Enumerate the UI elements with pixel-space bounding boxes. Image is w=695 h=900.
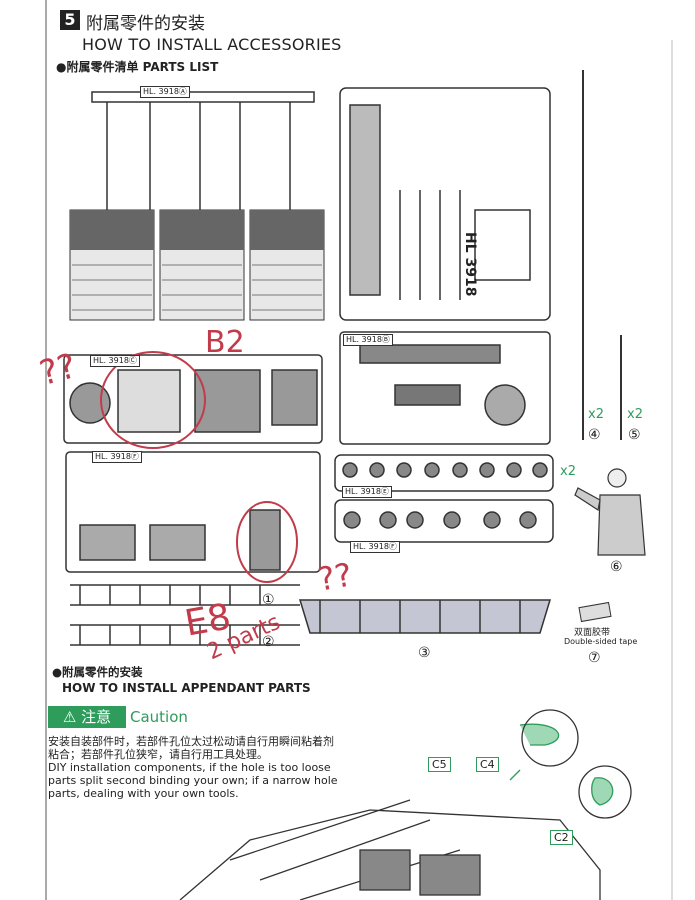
part-number-1: ① — [262, 592, 275, 608]
tape-label-en: Double-sided tape — [564, 637, 638, 646]
sprue-label-f2: HL. 3918Ⓕ — [350, 541, 400, 553]
sprue-label-a: HL. 3918Ⓐ — [140, 86, 190, 98]
page-title-cn: 附属零件的安装 — [86, 14, 205, 34]
part-number-3: ③ — [418, 645, 431, 661]
assembly-label-c4: C4 — [476, 757, 499, 772]
caution-note-cn: 安装自装部件时，若部件孔位太过松动请自行用瞬间粘着剂粘合；若部件孔位狭窄，请自行… — [48, 735, 334, 761]
sprue-e — [339, 331, 551, 445]
handwritten-question-2: ?? — [314, 555, 356, 599]
antenna-parts — [582, 70, 622, 440]
page-title-en: HOW TO INSTALL ACCESSORIES — [82, 35, 342, 54]
install-heading-en: HOW TO INSTALL APPENDANT PARTS — [62, 681, 311, 695]
qty-part-5: x2 — [627, 407, 643, 422]
qty-part-6: x2 — [560, 464, 576, 479]
handwritten-circles — [100, 351, 298, 583]
storage-rack — [298, 599, 552, 634]
sprue-label-f: HL. 3918Ⓕ — [92, 451, 142, 463]
sprue-wheels — [334, 454, 554, 543]
figure-crew — [574, 468, 646, 556]
tape-label-cn: 双面胶带 — [574, 628, 611, 638]
part-number-4: ④ — [588, 427, 601, 443]
assembly-label-c2: C2 — [550, 830, 573, 845]
parts-list-heading: ●附属零件清单 PARTS LIST — [56, 60, 219, 74]
part-number-2: ② — [262, 634, 275, 650]
caution-note-en: DIY installation components, if the hole… — [48, 761, 338, 800]
step-number-badge: 5 — [60, 10, 80, 30]
qty-part-4: x2 — [588, 407, 604, 422]
part-number-5: ⑤ — [628, 427, 641, 443]
sprue-b-barrel — [339, 87, 551, 321]
double-sided-tape — [578, 601, 612, 623]
sprue-label-hl3918: HL 3918 — [462, 232, 478, 297]
handwritten-b2: B2 — [205, 325, 245, 360]
caution-label: Caution — [130, 708, 188, 726]
sprue-label-b: HL. 3918Ⓑ — [343, 334, 393, 346]
assembly-label-c5: C5 — [428, 757, 451, 772]
sprue-f — [65, 451, 321, 573]
sprue-a-grilles — [91, 91, 315, 210]
grille-panels — [69, 209, 325, 321]
caution-badge: ⚠ 注意 — [48, 706, 126, 728]
part-number-7: ⑦ — [588, 650, 601, 666]
install-heading-cn: ●附属零件的安装 — [52, 665, 143, 679]
sprue-label-c: HL. 3918Ⓒ — [90, 355, 140, 367]
handrails — [70, 584, 300, 646]
sprue-label-e: HL. 3918Ⓔ — [342, 486, 392, 498]
tank-illustration — [179, 709, 632, 900]
part-number-6: ⑥ — [610, 559, 623, 575]
caution-note: 安装自装部件时，若部件孔位太过松动请自行用瞬间粘着剂粘合；若部件孔位狭窄，请自行… — [48, 735, 338, 800]
